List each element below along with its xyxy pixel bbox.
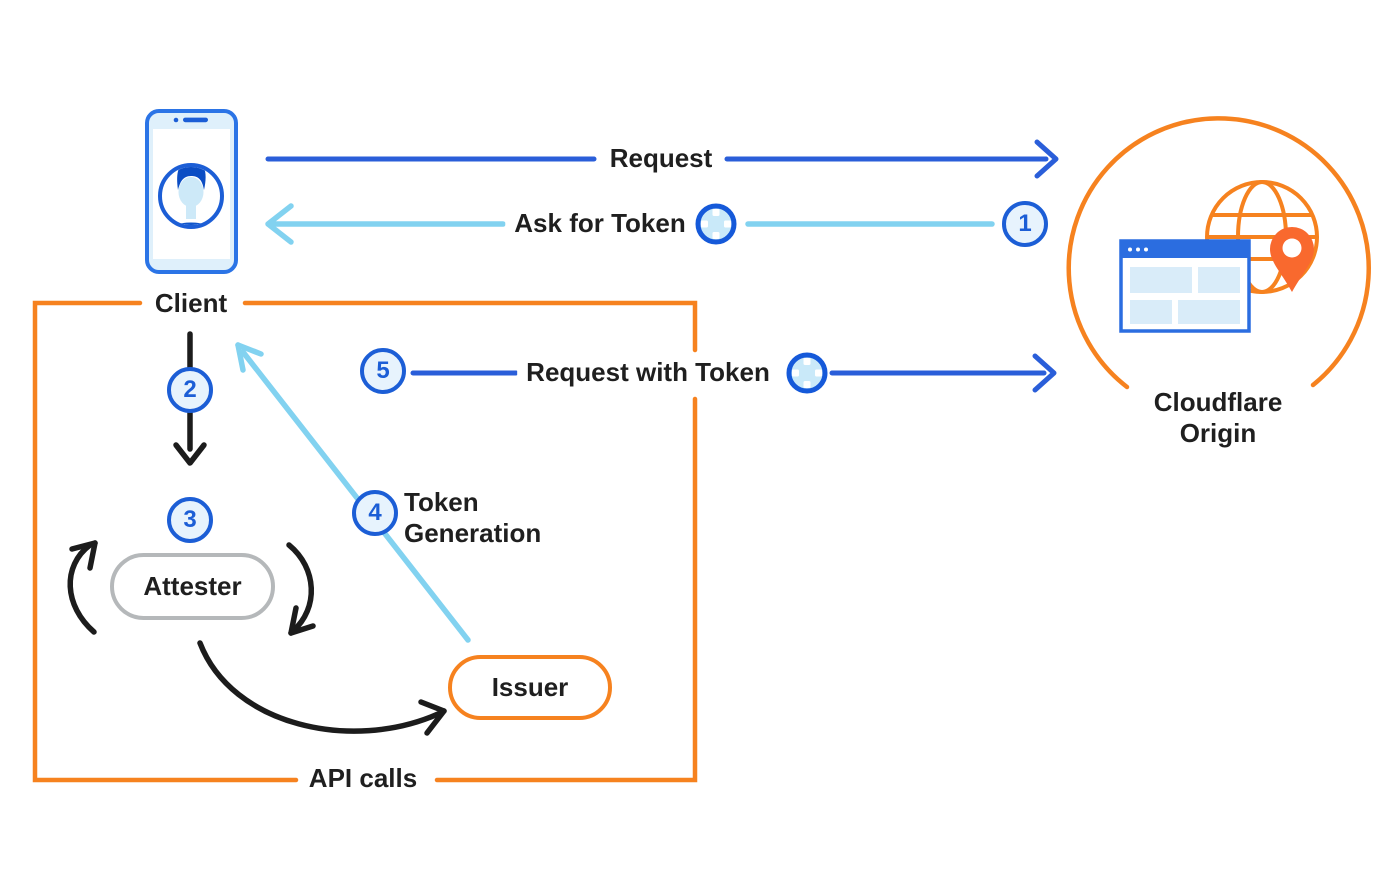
step-5-badge: 5 (360, 348, 406, 394)
cloudflare-origin-line2: Origin (1179, 418, 1257, 449)
token-generation-line1: Token (404, 487, 479, 517)
client-phone-icon (145, 109, 238, 274)
step-2-badge: 2 (167, 367, 213, 413)
request-with-token-arrow (410, 353, 1057, 393)
request-with-token-label: Request with Token (517, 356, 779, 390)
token-generation-arrow (235, 342, 471, 643)
api-calls-boundary-box (32, 300, 698, 783)
cloudflare-origin-label: Cloudflare Origin (1154, 387, 1283, 449)
client-label: Client (145, 287, 237, 321)
attester-label: Attester (143, 571, 242, 601)
token-generation-line2: Generation (404, 518, 542, 549)
browser-window-icon (1119, 239, 1251, 333)
token-icon (695, 203, 737, 245)
ask-for-token-arrow (265, 203, 995, 245)
step-1-badge: 1 (1002, 201, 1048, 247)
step-3-badge: 3 (167, 497, 213, 543)
attester-to-issuer-arrow (197, 640, 447, 736)
request-label: Request (600, 142, 722, 176)
cloudflare-origin-circle (1066, 116, 1371, 390)
attester-cycle-arrows (67, 540, 316, 636)
request-arrow (265, 139, 1059, 179)
attester-node: Attester (110, 553, 275, 620)
location-pin-icon (1270, 227, 1314, 292)
step-4-badge: 4 (352, 490, 398, 536)
api-calls-label: API calls (299, 762, 427, 796)
token-generation-label: Token Generation (404, 487, 541, 549)
token-icon (786, 352, 828, 394)
cloudflare-origin-line1: Cloudflare (1153, 387, 1283, 417)
ask-for-token-label: Ask for Token (505, 207, 695, 241)
issuer-label: Issuer (491, 672, 569, 702)
issuer-node: Issuer (448, 655, 612, 720)
